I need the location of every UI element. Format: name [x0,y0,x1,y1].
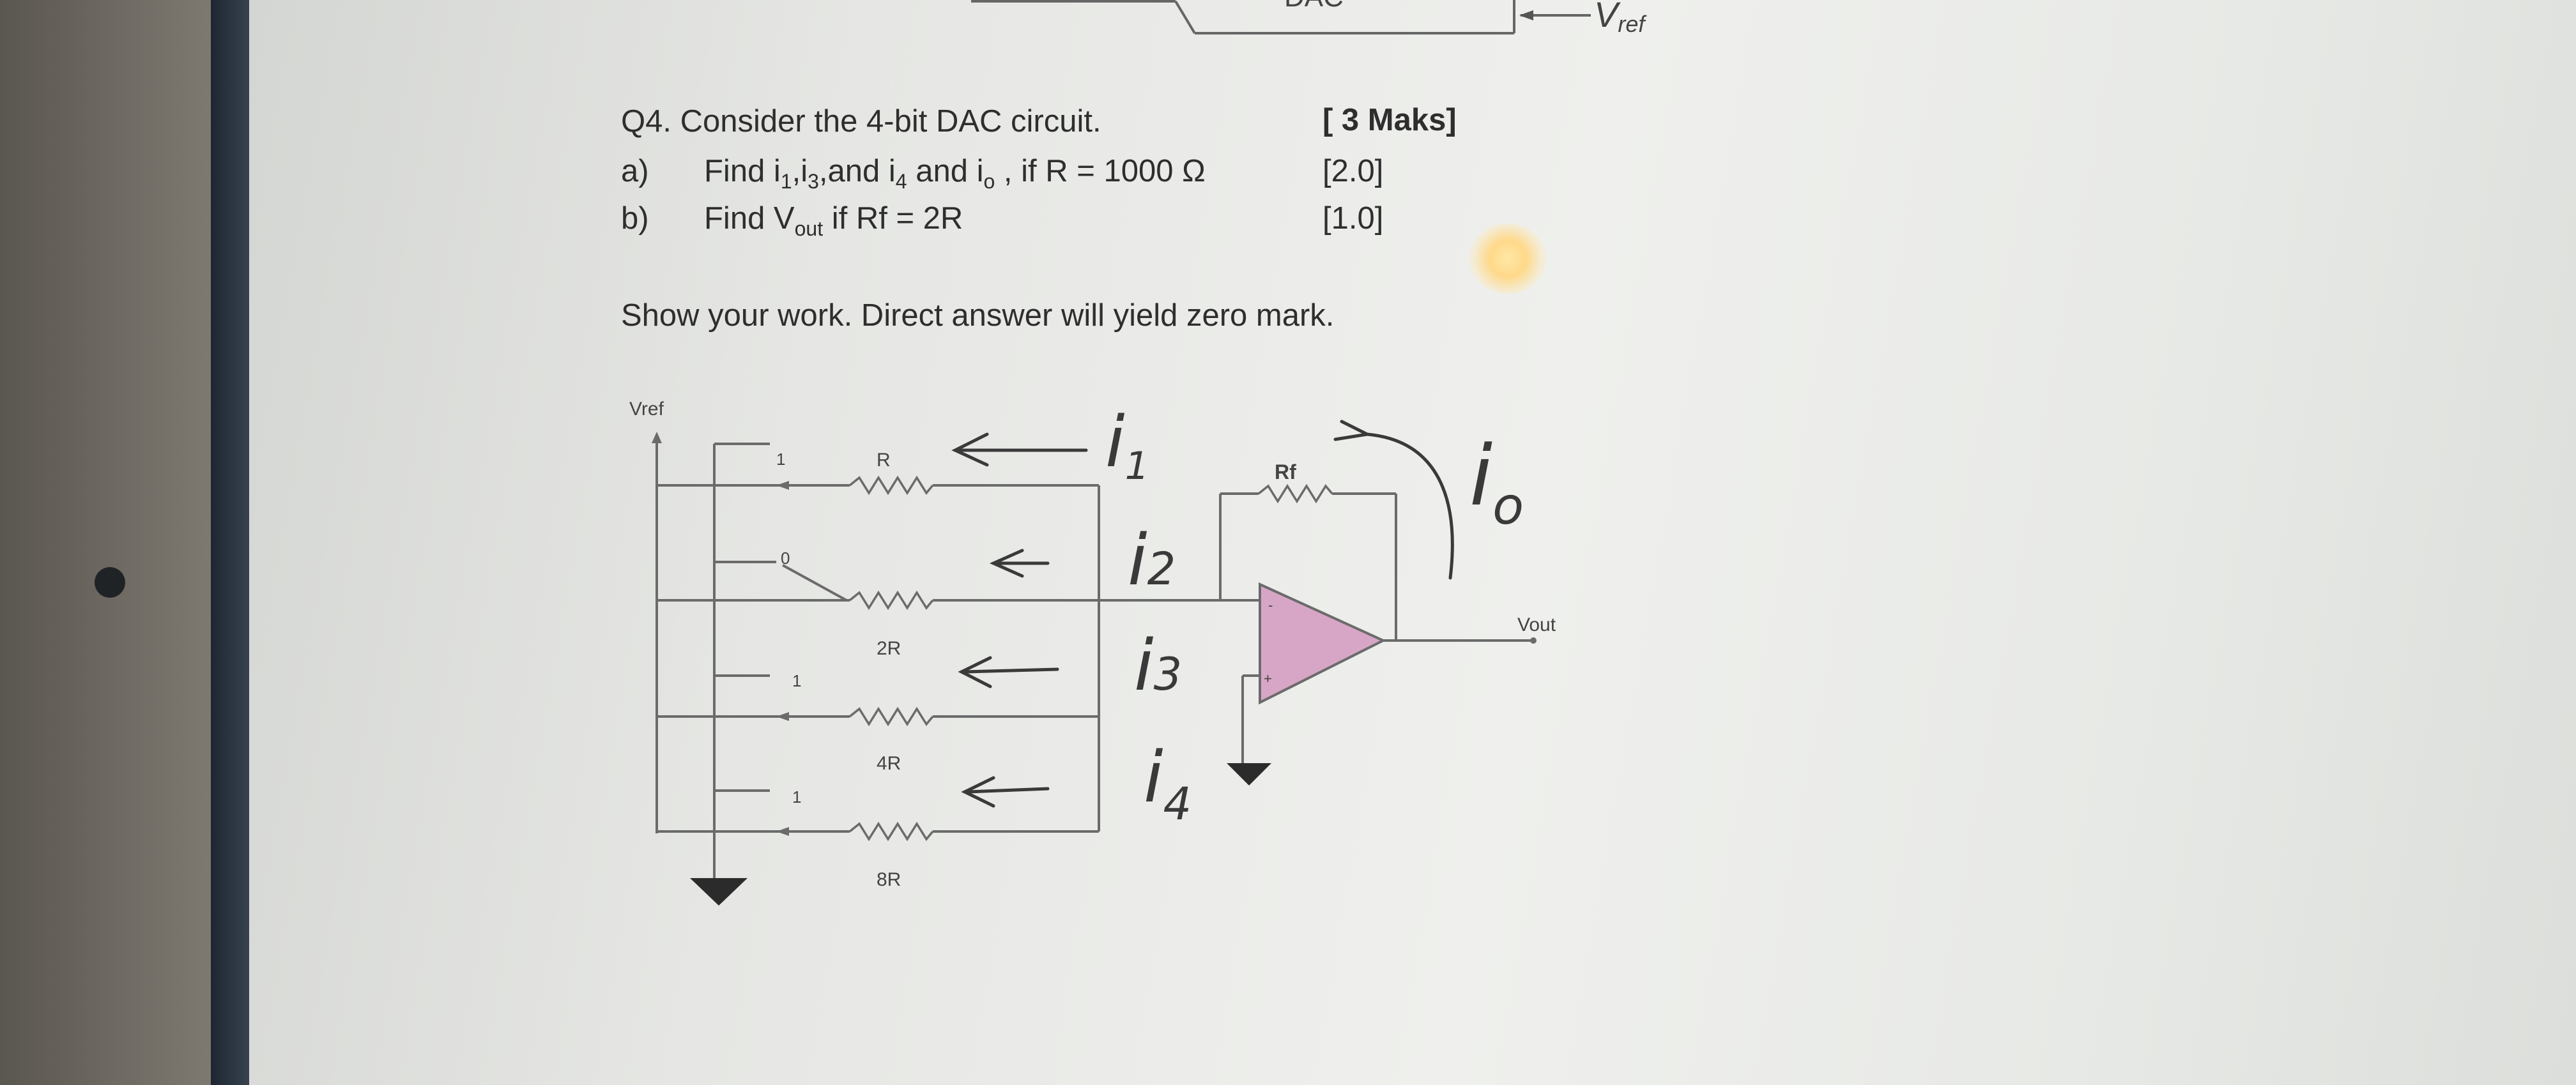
instruction-text: Show your work. Direct answer will yield… [621,298,1335,333]
opamp-ground-symbol [1227,763,1271,785]
handwritten-io: io [1469,427,1524,536]
bezel-dot [95,567,125,598]
part-a-text: Find i1,i3,and i4 and io , if R = 1000 Ω [704,154,1206,193]
light-glare [1469,224,1546,294]
resistor-8r [848,821,934,842]
opamp-triangle [1259,582,1386,705]
resistor-2r [848,590,934,611]
resistor-r-label: R [877,450,891,471]
rf-label: Rf [1275,460,1296,483]
handwritten-i4: i4 [1144,736,1192,830]
opamp-plus: + [1264,671,1272,687]
switch-3-value: 1 [792,671,801,690]
handwritten-i3: i3 [1134,625,1182,706]
ground-symbol [690,878,747,906]
part-a-label: a) [621,154,649,188]
screen-document [249,0,2576,1085]
part-b-marks: [1.0] [1322,201,1384,236]
resistor-rf [1257,483,1333,504]
part-b-text: Find Vout if Rf = 2R [704,201,963,240]
resistor-2r-label: 2R [877,638,901,659]
vref-arrow [652,432,662,443]
switch-4-value: 1 [792,787,801,807]
dac-partial-text: DAC [1284,0,1344,13]
opamp-minus: - [1268,597,1273,613]
vout-label: Vout [1517,614,1556,635]
resistor-8r-label: 8R [877,869,901,890]
question-total-marks: [ 3 Maks] [1322,103,1457,137]
switch-1-value: 1 [776,450,785,469]
monitor-bezel [211,0,249,1085]
handwritten-i2: i2 [1128,519,1176,601]
handwritten-i1: i1 [1105,401,1149,489]
desk-background [0,0,211,1085]
resistor-4r [848,706,934,727]
part-b-label: b) [621,201,649,236]
vref-top-label: Vref [1594,0,1647,37]
resistor-r [848,475,934,496]
part-a-marks: [2.0] [1322,154,1384,188]
vref-label: Vref [629,398,664,420]
question-heading: Q4. Consider the 4-bit DAC circuit. [621,104,1101,139]
resistor-4r-label: 4R [877,753,901,774]
switch-2-value: 0 [781,549,790,568]
